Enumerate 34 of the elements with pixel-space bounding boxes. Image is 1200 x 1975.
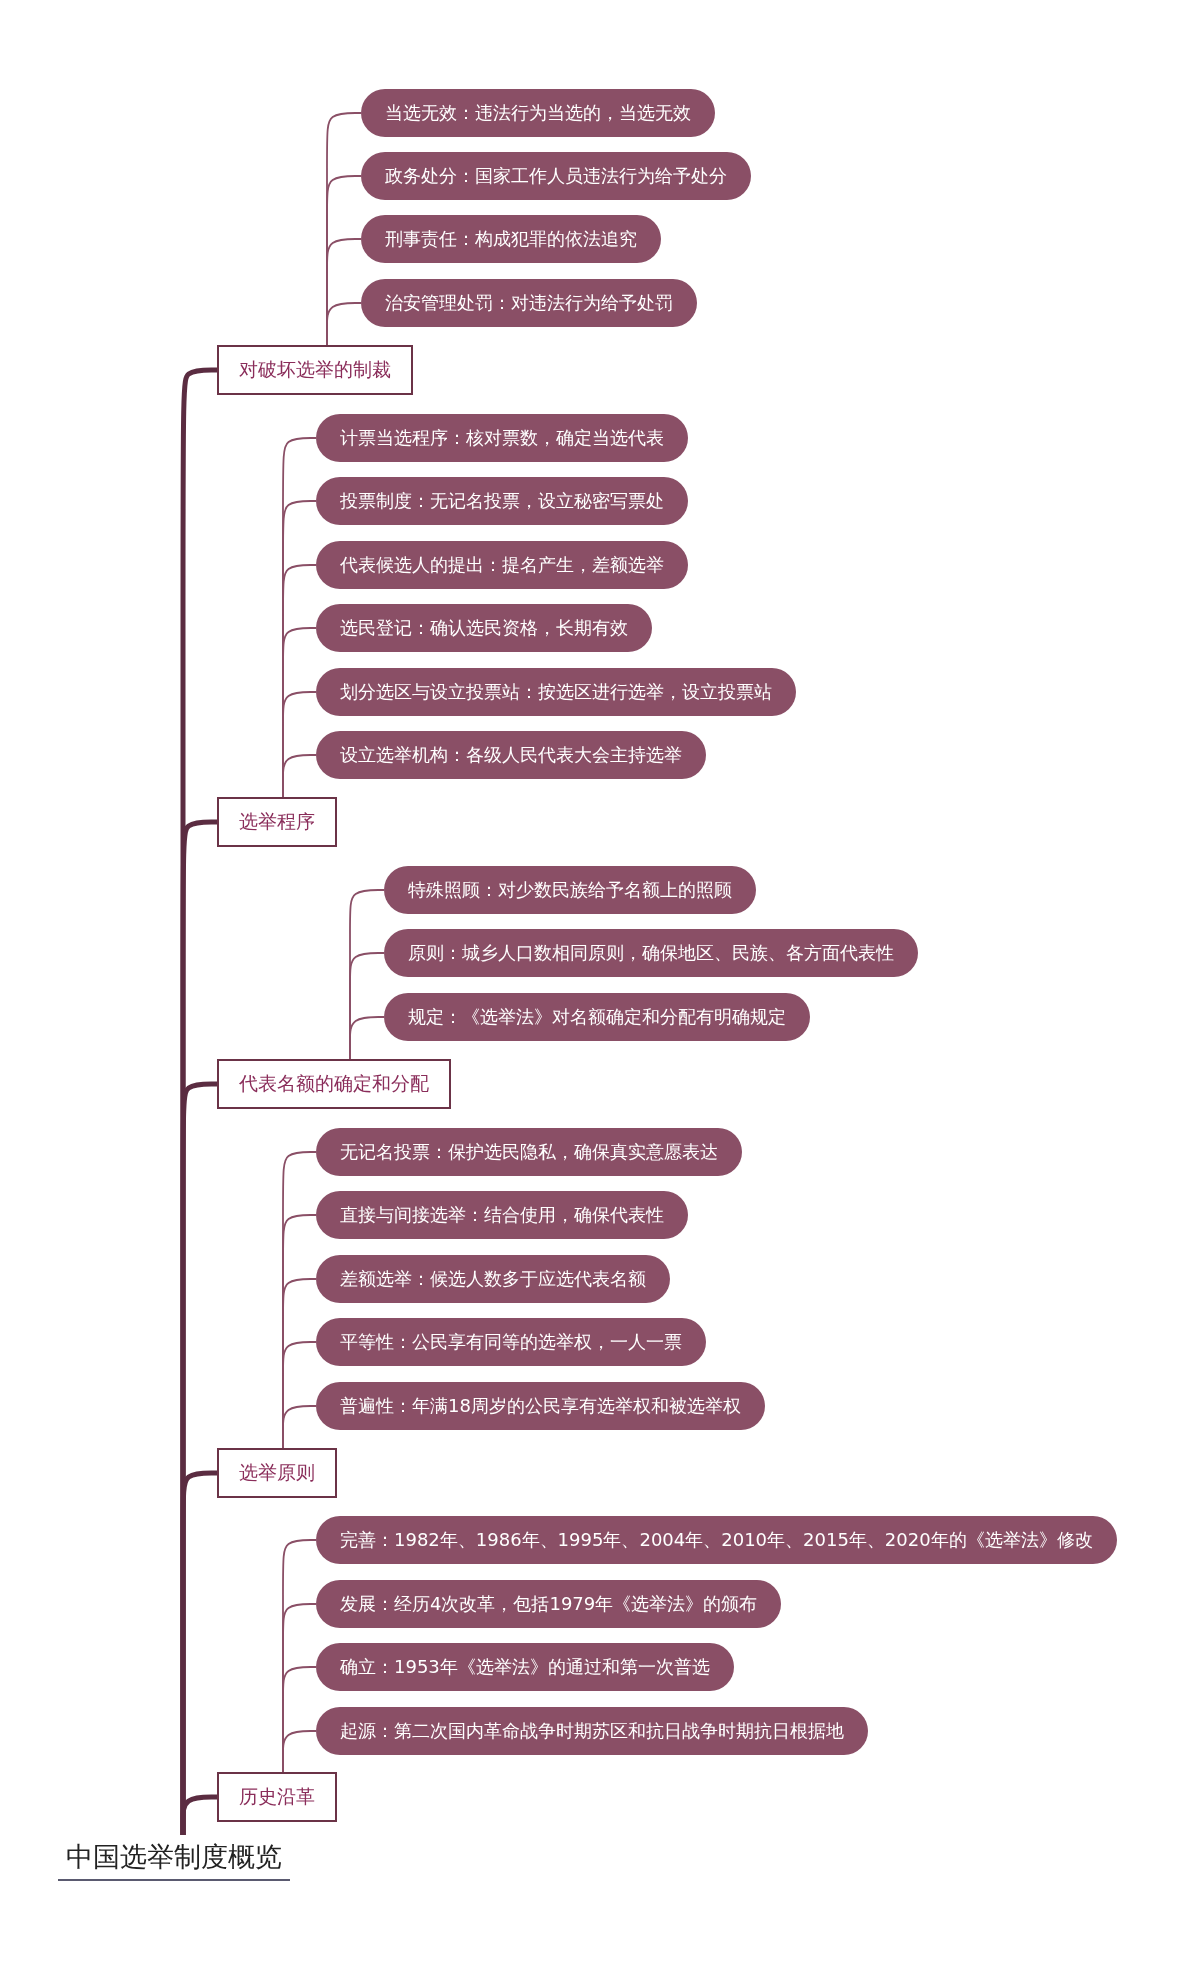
subtopic-pill: 无记名投票：保护选民隐私，确保真实意愿表达 [316,1128,742,1176]
connector-line [180,1794,217,1836]
subtopic-pill: 原则：城乡人口数相同原则，确保地区、民族、各方面代表性 [384,929,918,977]
subtopic-pill: 选民登记：确认选民资格，长期有效 [316,604,652,652]
subtopic-pill: 设立选举机构：各级人民代表大会主持选举 [316,731,706,779]
subtopic-pill: 完善：1982年、1986年、1995年、2004年、2010年、2015年、2020年的《选举法》修改 [316,1516,1117,1564]
subtopic-pill: 治安管理处罚：对违法行为给予处罚 [361,279,697,327]
branch-topic-box: 选举原则 [217,1448,337,1498]
subtopic-pill: 差额选举：候选人数多于应选代表名额 [316,1255,670,1303]
connector-line [326,302,362,346]
branch-topic-box: 历史沿革 [217,1772,337,1822]
subtopic-pill: 计票当选程序：核对票数，确定当选代表 [316,414,688,462]
central-topic: 中国选举制度概览 [58,1835,290,1881]
subtopic-pill: 当选无效：违法行为当选的，当选无效 [361,89,715,137]
subtopic-pill: 规定：《选举法》对名额确定和分配有明确规定 [384,993,810,1041]
subtopic-pill: 发展：经历4次改革，包括1979年《选举法》的颁布 [316,1580,782,1628]
subtopic-pill: 确立：1953年《选举法》的通过和第一次普选 [316,1643,734,1691]
connector-line [282,1405,317,1449]
connector-line [282,1730,317,1773]
subtopic-pill: 直接与间接选举：结合使用，确保代表性 [316,1191,688,1239]
subtopic-pill: 政务处分：国家工作人员违法行为给予处分 [361,152,751,200]
connector-line [282,754,317,798]
connector-line [349,1016,385,1060]
subtopic-pill: 刑事责任：构成犯罪的依法追究 [361,215,661,263]
subtopic-pill: 特殊照顾：对少数民族给予名额上的照顾 [384,866,756,914]
subtopic-pill: 代表候选人的提出：提名产生，差额选举 [316,541,688,589]
branch-topic-box: 对破坏选举的制裁 [217,345,413,395]
subtopic-pill: 起源：第二次国内革命战争时期苏区和抗日战争时期抗日根据地 [316,1707,868,1755]
subtopic-pill: 投票制度：无记名投票，设立秘密写票处 [316,477,688,525]
branch-topic-box: 选举程序 [217,797,337,847]
subtopic-pill: 平等性：公民享有同等的选举权，一人一票 [316,1318,706,1366]
subtopic-pill: 划分选区与设立投票站：按选区进行选举，设立投票站 [316,668,796,716]
subtopic-pill: 普遍性：年满18周岁的公民享有选举权和被选举权 [316,1382,765,1430]
branch-topic-box: 代表名额的确定和分配 [217,1059,451,1109]
